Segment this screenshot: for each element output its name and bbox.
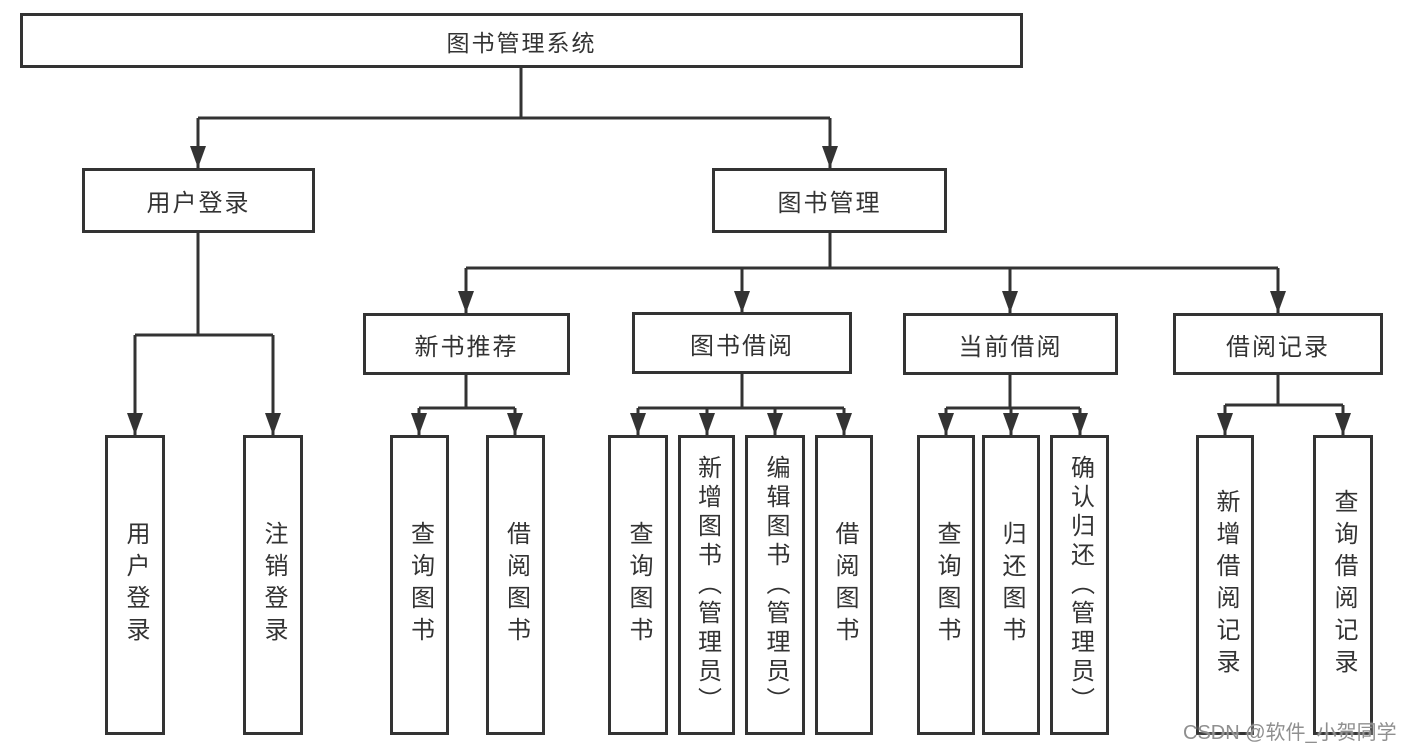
node-new-book-recommend: 新书推荐 xyxy=(363,313,570,375)
node-leaf-add-borrow-record: 新增借阅记录 xyxy=(1196,435,1254,735)
node-leaf-logout: 注销登录 xyxy=(243,435,303,735)
connector-borrowing-records-children xyxy=(1217,375,1351,435)
node-book-management: 图书管理 xyxy=(712,168,947,233)
node-borrowing-records: 借阅记录 xyxy=(1173,313,1383,375)
node-current-borrowing: 当前借阅 xyxy=(903,313,1118,375)
node-leaf-query-books-2: 查询图书 xyxy=(608,435,668,735)
node-leaf-query-books-1: 查询图书 xyxy=(390,435,449,735)
node-book-borrowing: 图书借阅 xyxy=(632,312,852,374)
connector-user-login-children xyxy=(127,233,281,435)
csdn-watermark: CSDN @软件_小贺同学 xyxy=(1183,722,1397,744)
node-leaf-borrow-books-1: 借阅图书 xyxy=(486,435,545,735)
node-leaf-confirm-return-admin: 确认归还（管理员） xyxy=(1050,435,1109,735)
node-leaf-add-book-admin: 新增图书（管理员） xyxy=(678,435,735,735)
connector-book-management-sections xyxy=(458,233,1286,313)
node-leaf-edit-book-admin: 编辑图书（管理员） xyxy=(745,435,805,735)
node-leaf-query-borrow-record: 查询借阅记录 xyxy=(1313,435,1373,735)
node-leaf-query-books-3: 查询图书 xyxy=(917,435,975,735)
node-user-login: 用户登录 xyxy=(82,168,315,233)
node-leaf-return-books: 归还图书 xyxy=(982,435,1040,735)
connector-current-borrowing-children xyxy=(938,375,1088,435)
connector-new-book-recommend-children xyxy=(411,375,523,435)
node-leaf-user-login: 用户登录 xyxy=(105,435,165,735)
node-library-management-system: 图书管理系统 xyxy=(20,13,1023,68)
connector-root-to-level2 xyxy=(190,68,838,168)
node-leaf-borrow-books-2: 借阅图书 xyxy=(815,435,873,735)
connector-book-borrowing-children xyxy=(630,374,852,435)
